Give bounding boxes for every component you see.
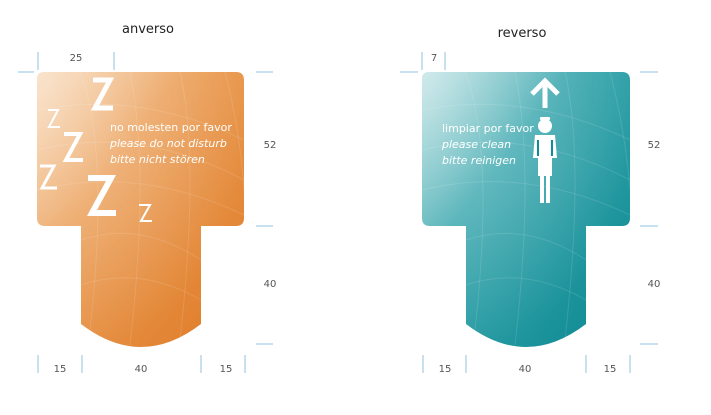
back-dim-stem-height: 40: [648, 279, 661, 290]
front-line-1: no molesten por favor: [110, 121, 232, 134]
back-dim-bottom-left: 15: [439, 364, 452, 375]
back-line-1: limpiar por favor: [442, 122, 534, 135]
back-dim-bottom-mid: 40: [519, 364, 532, 375]
arrow-up-icon: [530, 77, 560, 108]
front-dim-bottom-right: 15: [220, 364, 233, 375]
front-hanger: anverso no molesten por favor please do …: [18, 22, 276, 375]
back-dim-top-height: 52: [648, 140, 661, 151]
back-dim-bottom-right: 15: [604, 364, 617, 375]
front-title: anverso: [122, 22, 174, 37]
housekeeper-icon: [533, 117, 557, 203]
back-hanger: reverso limpiar por favor please clean: [400, 26, 660, 375]
back-title: reverso: [498, 26, 547, 41]
back-line-3: bitte reinigen: [442, 154, 516, 167]
front-dim-top-height: 52: [264, 140, 277, 151]
front-dim-bottom-left: 15: [54, 364, 67, 375]
front-line-2: please do not disturb: [109, 137, 227, 150]
front-dim-bottom-mid: 40: [135, 364, 148, 375]
front-line-3: bitte nicht stören: [110, 153, 205, 166]
back-dimensions: 7 52 40 15 40 15: [400, 52, 660, 375]
front-shine: [37, 72, 244, 347]
sleep-zzz-icon: [39, 77, 152, 222]
back-shine: [422, 72, 630, 347]
front-dimensions: 25 52 40 15 40 15: [18, 52, 276, 375]
back-line-2: please clean: [441, 138, 511, 151]
front-dim-left-offset: 25: [70, 53, 83, 64]
front-facets: [36, 71, 245, 346]
back-facets: [421, 71, 631, 346]
back-dim-left-offset: 7: [431, 53, 437, 64]
front-dim-stem-height: 40: [264, 279, 277, 290]
